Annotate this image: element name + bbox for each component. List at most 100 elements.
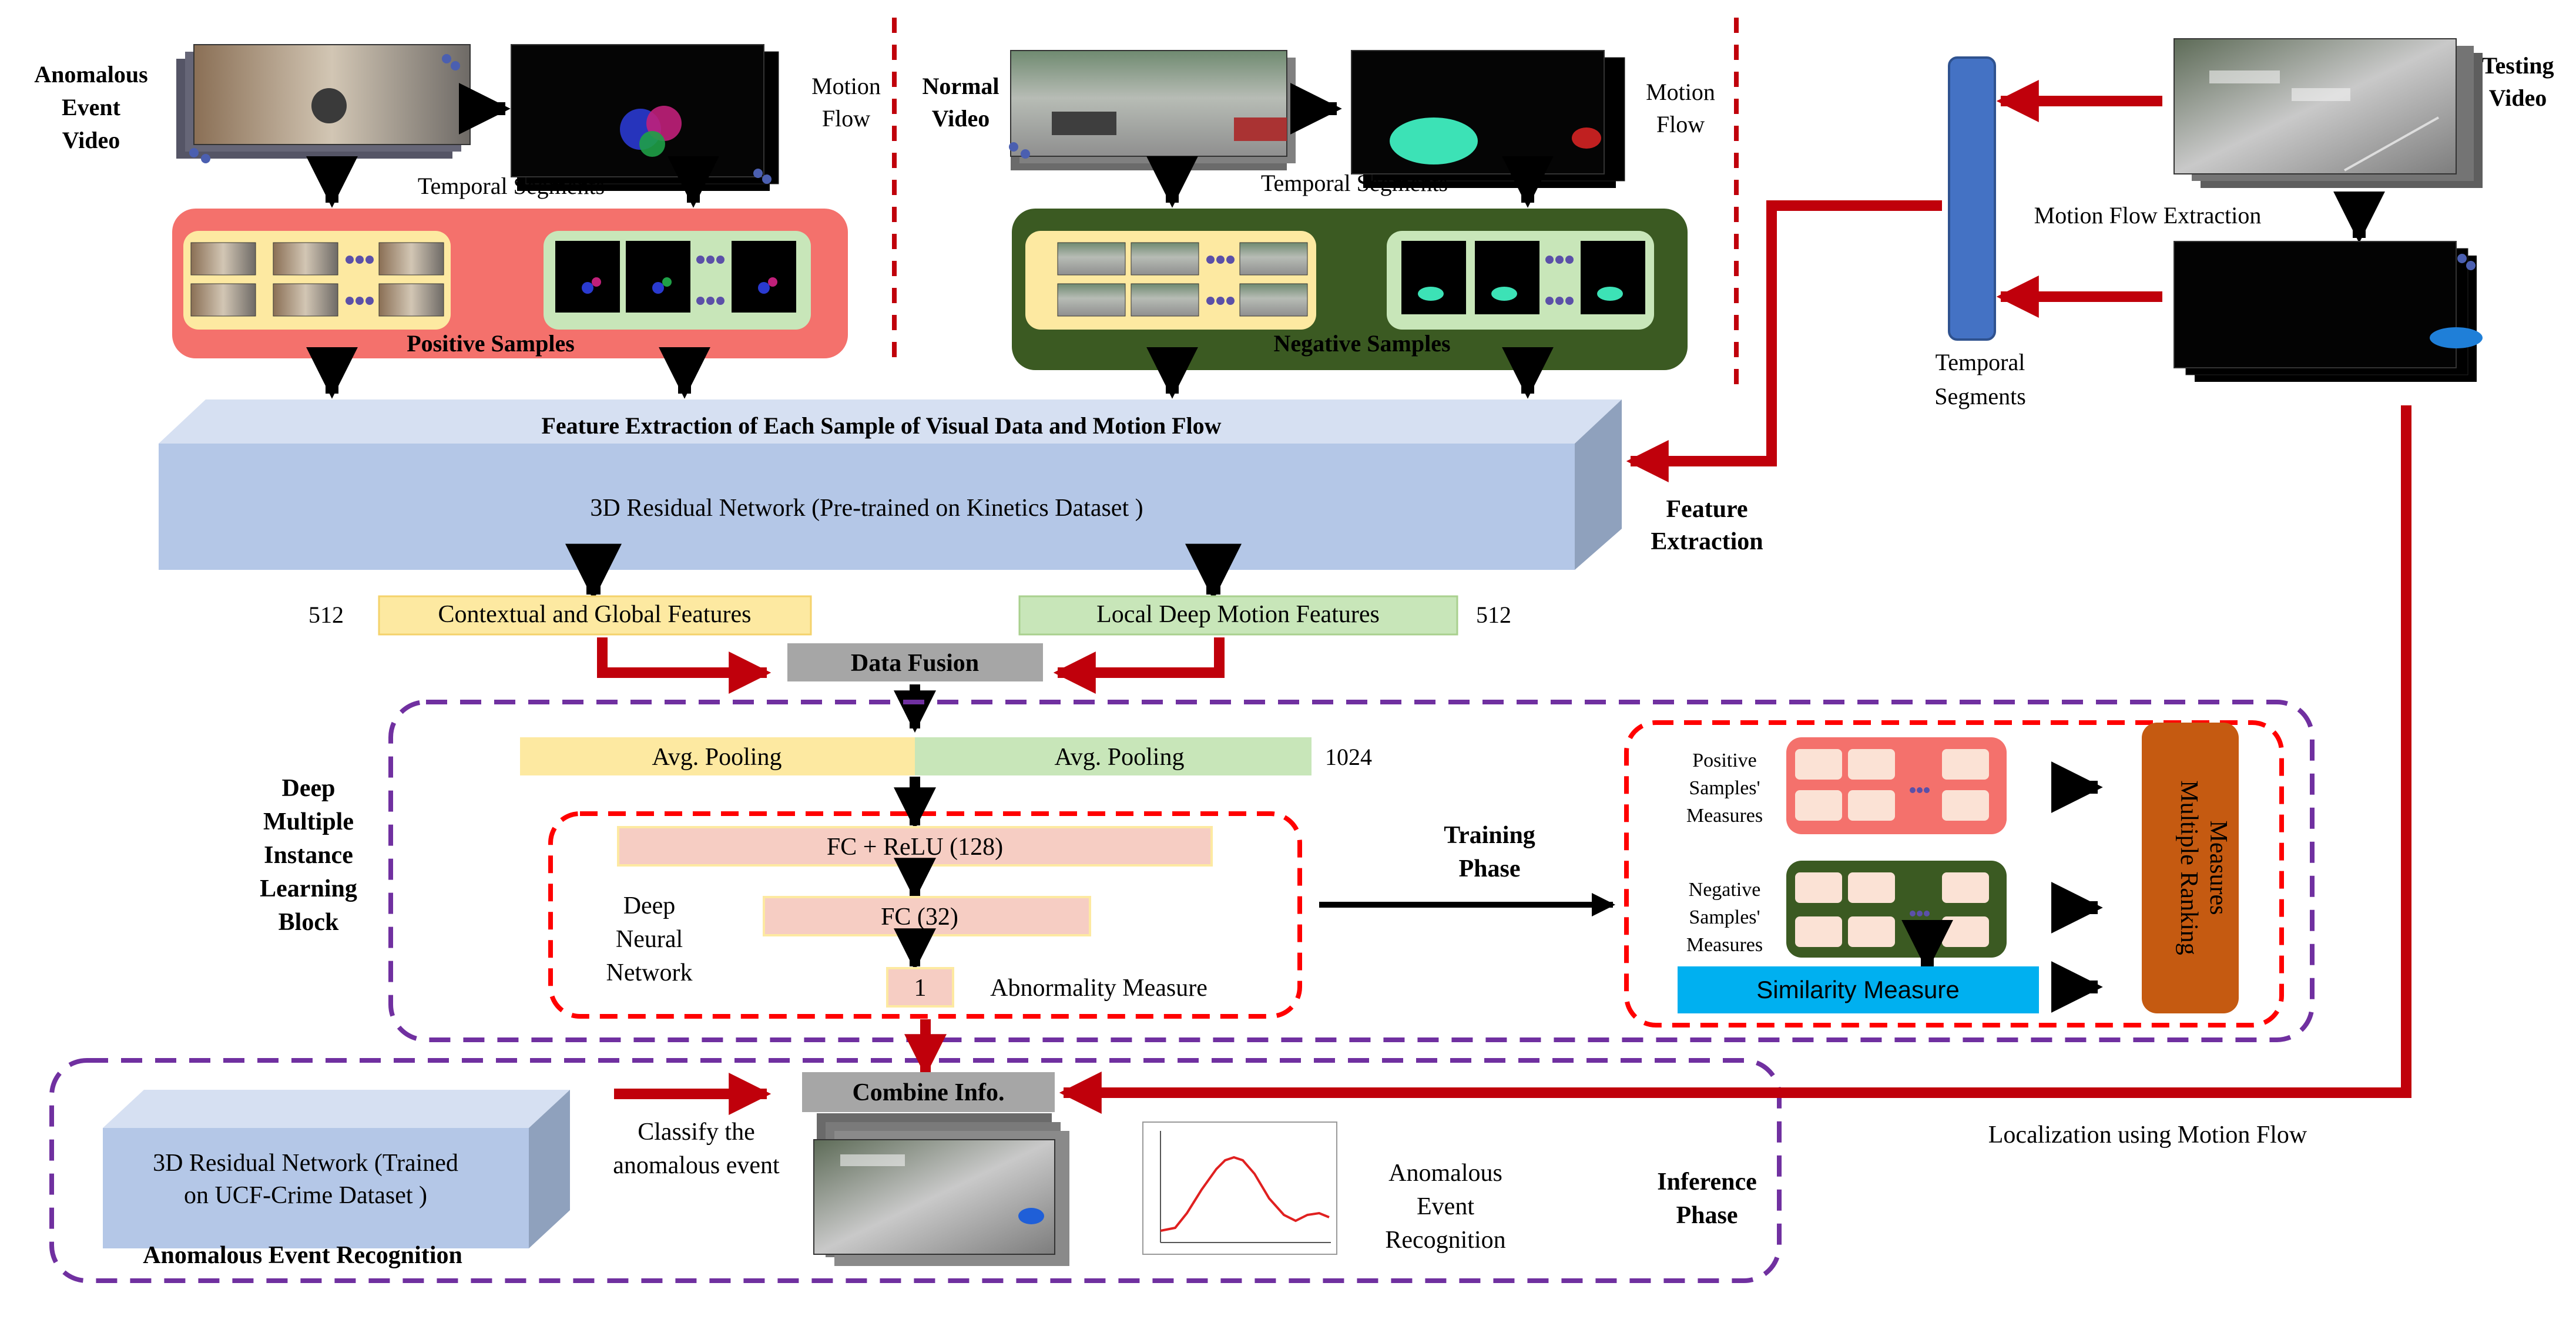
svg-text:Feature: Feature xyxy=(1666,496,1747,523)
motion-flow-frames-mid xyxy=(1351,50,1625,188)
feature-extraction-title: Feature Extraction of Each Sample of Vis… xyxy=(541,412,1221,439)
positive-visual-thumbnails xyxy=(190,242,444,317)
combine-info-label: Combine Info. xyxy=(852,1079,1004,1106)
positive-flow-thumbnails xyxy=(555,241,796,313)
temporal-segments-label-mid: Temporal Segments xyxy=(1261,170,1448,196)
pooling-dim-label: 1024 xyxy=(1325,744,1372,770)
svg-text:Normal: Normal xyxy=(922,73,999,99)
feature-extraction-block: Feature Extraction of Each Sample of Vis… xyxy=(159,399,1622,570)
svg-text:Video: Video xyxy=(2489,85,2547,111)
testing-video-label: Testing Video xyxy=(2481,52,2554,111)
svg-text:Event: Event xyxy=(1417,1193,1474,1220)
arrow-localization-to-combine xyxy=(1059,405,2411,1114)
normal-video-label: Normal Video xyxy=(922,73,999,132)
svg-text:Flow: Flow xyxy=(1656,111,1705,137)
temporal-segments-bar xyxy=(1948,56,1996,341)
svg-text:Segments: Segments xyxy=(1934,383,2026,409)
negative-measures-label: Negative Samples' Measures xyxy=(1686,879,1763,956)
avg-pooling-right-label: Avg. Pooling xyxy=(1055,744,1185,771)
svg-text:Motion: Motion xyxy=(811,73,881,99)
normal-video-frames xyxy=(1009,50,1296,170)
deep-mil-block-border xyxy=(388,700,2315,1042)
classify-label: Classify the anomalous event xyxy=(613,1119,780,1179)
pretrained-network-label: 3D Residual Network (Pre-trained on Kine… xyxy=(590,495,1143,522)
svg-text:anomalous event: anomalous event xyxy=(613,1152,780,1179)
svg-text:Classify the: Classify the xyxy=(638,1119,754,1146)
svg-text:Positive: Positive xyxy=(1692,750,1757,771)
svg-text:Anomalous: Anomalous xyxy=(1388,1160,1502,1187)
svg-text:Anomalous: Anomalous xyxy=(34,61,147,88)
svg-text:Neural: Neural xyxy=(616,926,683,953)
similarity-measure-box: Similarity Measure xyxy=(1678,966,2039,1013)
anomalous-event-recognition-result: Anomalous Event Recognition xyxy=(1385,1160,1505,1254)
ucf-network-label-line1: 3D Residual Network (Trained xyxy=(153,1150,458,1177)
output-node-box: 1 xyxy=(886,967,954,1008)
fc-relu-box: FC + ReLU (128) xyxy=(617,826,1213,867)
svg-text:Phase: Phase xyxy=(1459,855,1521,882)
svg-text:Block: Block xyxy=(279,909,339,936)
anomalous-video-label: Anomalous Event Video xyxy=(34,61,147,153)
multiple-ranking-measures-box: Multiple Ranking Measures xyxy=(2142,723,2239,1013)
svg-text:Flow: Flow xyxy=(822,105,870,132)
contextual-features-box: Contextual and Global Features xyxy=(378,595,812,636)
contextual-features-label: Contextual and Global Features xyxy=(438,601,751,628)
svg-text:Phase: Phase xyxy=(1676,1202,1738,1229)
testing-video-frames xyxy=(2174,38,2483,188)
anomalous-event-recognition-title: Anomalous Event Recognition xyxy=(143,1242,462,1269)
dnn-label: Deep Neural Network xyxy=(606,892,693,986)
svg-text:Event: Event xyxy=(62,94,121,120)
fc-32-label: FC (32) xyxy=(881,904,958,931)
svg-text:Measures: Measures xyxy=(1686,934,1763,956)
inference-phase-label: Inference Phase xyxy=(1657,1168,1757,1229)
svg-text:Inference: Inference xyxy=(1657,1168,1757,1196)
svg-text:Learning: Learning xyxy=(260,875,357,902)
data-fusion-label: Data Fusion xyxy=(851,650,979,677)
svg-text:Measures: Measures xyxy=(1686,805,1763,827)
svg-text:Video: Video xyxy=(62,127,120,153)
arrow-temporal-to-feature-extraction xyxy=(1626,200,1942,482)
motion-flow-extraction-label: Motion Flow Extraction xyxy=(2034,202,2262,229)
combine-info-box: Combine Info. xyxy=(802,1072,1055,1112)
svg-text:Motion: Motion xyxy=(1646,79,1715,105)
svg-text:Samples': Samples' xyxy=(1689,777,1760,799)
negative-samples-label: Negative Samples xyxy=(1273,330,1450,357)
data-fusion-box: Data Fusion xyxy=(787,643,1043,681)
arrow-contextual-to-fusion xyxy=(597,637,772,694)
fc-relu-label: FC + ReLU (128) xyxy=(827,834,1003,861)
local-features-box: Local Deep Motion Features xyxy=(1018,595,1458,636)
fc-32-box: FC (32) xyxy=(763,896,1091,936)
svg-text:Deep: Deep xyxy=(623,892,676,919)
abnormality-score-plot xyxy=(1142,1121,1337,1255)
svg-text:Testing: Testing xyxy=(2481,52,2554,79)
feature-extraction-side-label: Feature Extraction xyxy=(1651,496,1763,555)
svg-text:Recognition: Recognition xyxy=(1385,1227,1505,1254)
svg-text:Samples': Samples' xyxy=(1689,906,1760,928)
motion-flow-label-mid: Motion Flow xyxy=(1646,79,1715,137)
svg-text:Multiple: Multiple xyxy=(263,808,354,835)
svg-text:Video: Video xyxy=(932,105,990,132)
arrow-local-to-fusion xyxy=(1053,637,1225,694)
ucf-network-block: 3D Residual Network (Trained on UCF-Crim… xyxy=(103,1090,570,1248)
similarity-measure-label: Similarity Measure xyxy=(1756,976,1959,1003)
result-video-frames xyxy=(813,1113,1069,1266)
avg-pooling-left-label: Avg. Pooling xyxy=(652,744,782,771)
svg-text:Training: Training xyxy=(1444,822,1535,849)
training-phase-label: Training Phase xyxy=(1444,822,1535,882)
positive-samples-label: Positive Samples xyxy=(407,330,575,357)
ranking-label-line2: Measures xyxy=(2205,821,2232,915)
negative-samples-panel: Negative Samples xyxy=(1012,209,1688,370)
testing-motion-flow-frames xyxy=(2174,241,2483,382)
ranking-label-line1: Multiple Ranking xyxy=(2175,780,2202,955)
negative-measures-panel xyxy=(1786,861,2007,958)
svg-text:Network: Network xyxy=(606,959,693,986)
motion-flow-frames-left xyxy=(511,44,779,191)
anomalous-video-frames xyxy=(176,44,471,163)
local-dim-label: 512 xyxy=(1476,602,1511,628)
negative-flow-thumbnails xyxy=(1401,241,1645,314)
temporal-segments-label-right: Temporal Segments xyxy=(1934,349,2026,409)
contextual-dim-label: 512 xyxy=(308,602,344,628)
svg-text:Extraction: Extraction xyxy=(1651,528,1763,555)
svg-text:Deep: Deep xyxy=(282,775,336,802)
motion-flow-label-left: Motion Flow xyxy=(811,73,881,132)
ucf-network-label-line2: on UCF-Crime Dataset ) xyxy=(184,1182,427,1209)
